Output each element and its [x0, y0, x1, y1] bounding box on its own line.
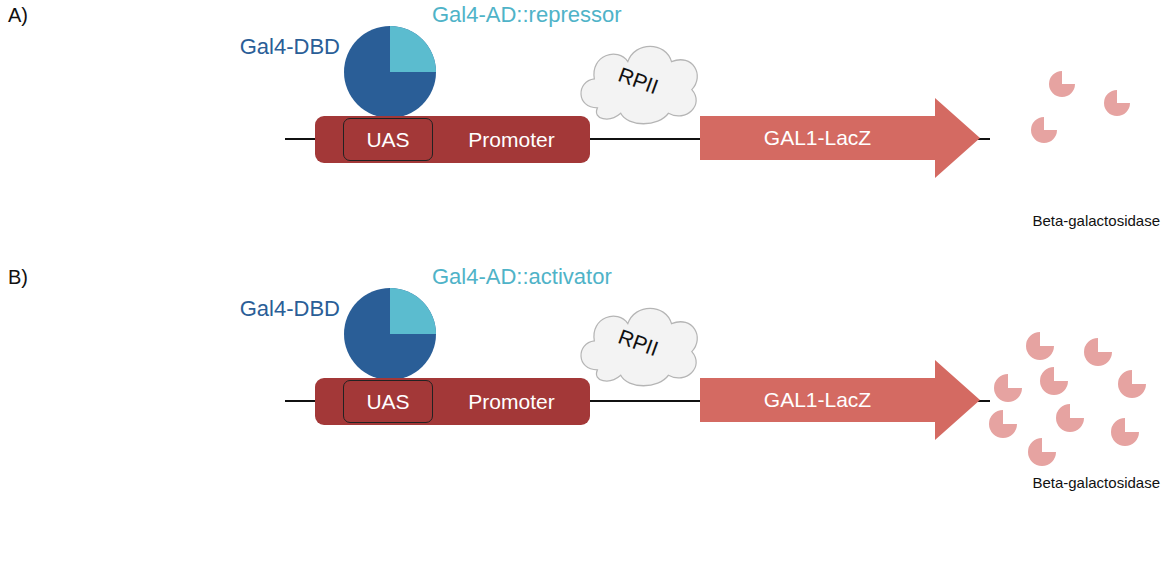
ad-label: Gal4-AD::repressor [432, 3, 622, 27]
product-label: Beta-galactosidase [1032, 213, 1160, 230]
uas-label: UAS [366, 390, 409, 413]
dbd-label: Gal4-DBD [240, 297, 340, 321]
uas-label: UAS [366, 128, 409, 151]
beta-galactosidase-icon [1031, 117, 1057, 143]
panel-label: B) [8, 266, 28, 288]
beta-galactosidase-icon [989, 410, 1017, 438]
rpii-label: RPII [615, 63, 661, 99]
gene-arrow: GAL1-LacZ [700, 360, 980, 440]
dbd-label: Gal4-DBD [240, 35, 340, 59]
beta-galactosidase-icon [1084, 338, 1112, 366]
enzyme-icons [989, 71, 1146, 466]
promoter-bar: Promoter UAS [315, 116, 590, 163]
beta-galactosidase-icon [1118, 370, 1146, 398]
gal4-protein: Gal4-DBDGal4-AD::repressor [344, 26, 436, 118]
protein-shape [344, 26, 436, 118]
promoter-label: Promoter [468, 390, 554, 413]
promoter-label: Promoter [468, 128, 554, 151]
panel-label: A) [8, 4, 28, 26]
gene-label: GAL1-LacZ [764, 126, 871, 149]
rpii-cloud: RPII [572, 38, 704, 124]
beta-galactosidase-icon [994, 374, 1022, 402]
protein-shape [344, 288, 436, 380]
uas-box: UAS [343, 380, 433, 423]
beta-galactosidase-icon [1026, 332, 1054, 360]
beta-galactosidase-icon [1028, 438, 1056, 466]
beta-galactosidase-icon [1049, 71, 1075, 97]
rpii-label: RPII [615, 325, 661, 361]
uas-box: UAS [343, 118, 433, 161]
ad-label: Gal4-AD::activator [432, 265, 612, 289]
gal4-protein: Gal4-DBDGal4-AD::activator [344, 288, 436, 380]
gene-label: GAL1-LacZ [764, 388, 871, 411]
promoter-bar: Promoter UAS [315, 378, 590, 425]
rpii-cloud: RPII [572, 300, 704, 386]
gene-arrow: GAL1-LacZ [700, 98, 980, 178]
beta-galactosidase-icon [1111, 418, 1139, 446]
beta-galactosidase-icon [1056, 404, 1084, 432]
beta-galactosidase-icon [1104, 90, 1130, 116]
product-label: Beta-galactosidase [1032, 475, 1160, 492]
beta-galactosidase-icon [1040, 367, 1068, 395]
